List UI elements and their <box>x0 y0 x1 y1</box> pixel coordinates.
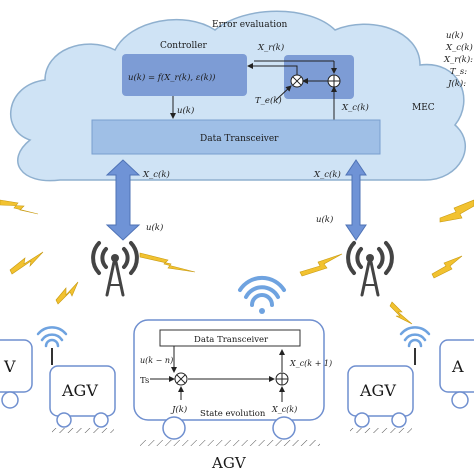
left-xc-label: X_c(k) <box>142 169 170 180</box>
agv-far-left <box>0 339 33 393</box>
agv-left <box>49 365 116 417</box>
lightning-icon <box>299 253 343 277</box>
legend-item-0: u(k) <box>446 30 463 41</box>
left-antenna-icon <box>91 241 139 297</box>
agv-far-right-label: A <box>451 357 464 376</box>
cloud-transceiver-label: Data Transceiver <box>200 134 279 144</box>
left-link-arrow <box>105 159 141 241</box>
lightning-icon <box>389 301 413 325</box>
agv-center-transceiver-label: Data Transceiver <box>194 335 269 345</box>
agv-ts-label: Ts <box>140 376 149 386</box>
agv-xc-next-label: X_c(k + 1) <box>289 359 332 368</box>
right-agv-wifi-icon <box>399 326 431 348</box>
agv-jk-label: J(k) <box>170 404 187 415</box>
legend-item-4: J(k): <box>446 78 466 89</box>
agv-center-caption: AGV <box>211 454 247 472</box>
cloud-data-transceiver <box>91 119 381 155</box>
agv-right <box>347 365 414 417</box>
lightning-icon <box>139 252 196 273</box>
right-uk-label: u(k) <box>316 214 333 225</box>
agv-state-evolution-label: State evolution <box>200 409 266 419</box>
legend-item-2: X_r(k): <box>443 54 473 65</box>
mec-label: MEC <box>412 103 435 113</box>
agv-right-label: AGV <box>359 381 396 400</box>
te-label: T_e(k) <box>255 95 282 106</box>
controller-label: Controller <box>160 41 208 51</box>
agv-center-transceiver <box>159 329 301 347</box>
left-uk-label: u(k) <box>146 222 163 233</box>
agv-far-left-label: V <box>3 357 16 376</box>
agv-left-label: AGV <box>61 381 98 400</box>
error-evaluation-label: Error evaluation <box>212 20 287 30</box>
xc-label-cloud: X_c(k) <box>341 102 369 113</box>
legend-item-1: X_c(k) <box>445 42 473 53</box>
right-xc-label: X_c(k) <box>313 169 341 180</box>
lightning-icon <box>9 251 44 275</box>
control-law-formula: u(k) = f(X_r(k), ε(k)) <box>128 72 215 83</box>
legend-item-3: T_s: <box>450 67 467 77</box>
xr-label: X_r(k) <box>257 42 284 53</box>
uk-label-cloud: u(k) <box>177 105 194 116</box>
controller-box <box>122 54 247 96</box>
left-agv-wifi-icon <box>36 326 68 348</box>
agv-xc-label: X_c(k) <box>271 405 297 414</box>
lightning-icon <box>439 199 474 223</box>
lightning-icon <box>0 199 39 215</box>
lightning-icon <box>55 281 79 305</box>
wifi-icon <box>238 275 286 307</box>
agv-far-right <box>439 339 474 393</box>
lightning-icon <box>431 255 463 279</box>
right-antenna-icon <box>346 241 394 297</box>
right-link-arrow <box>345 159 367 241</box>
agv-u-delay-label: u(k − n) <box>140 356 173 365</box>
